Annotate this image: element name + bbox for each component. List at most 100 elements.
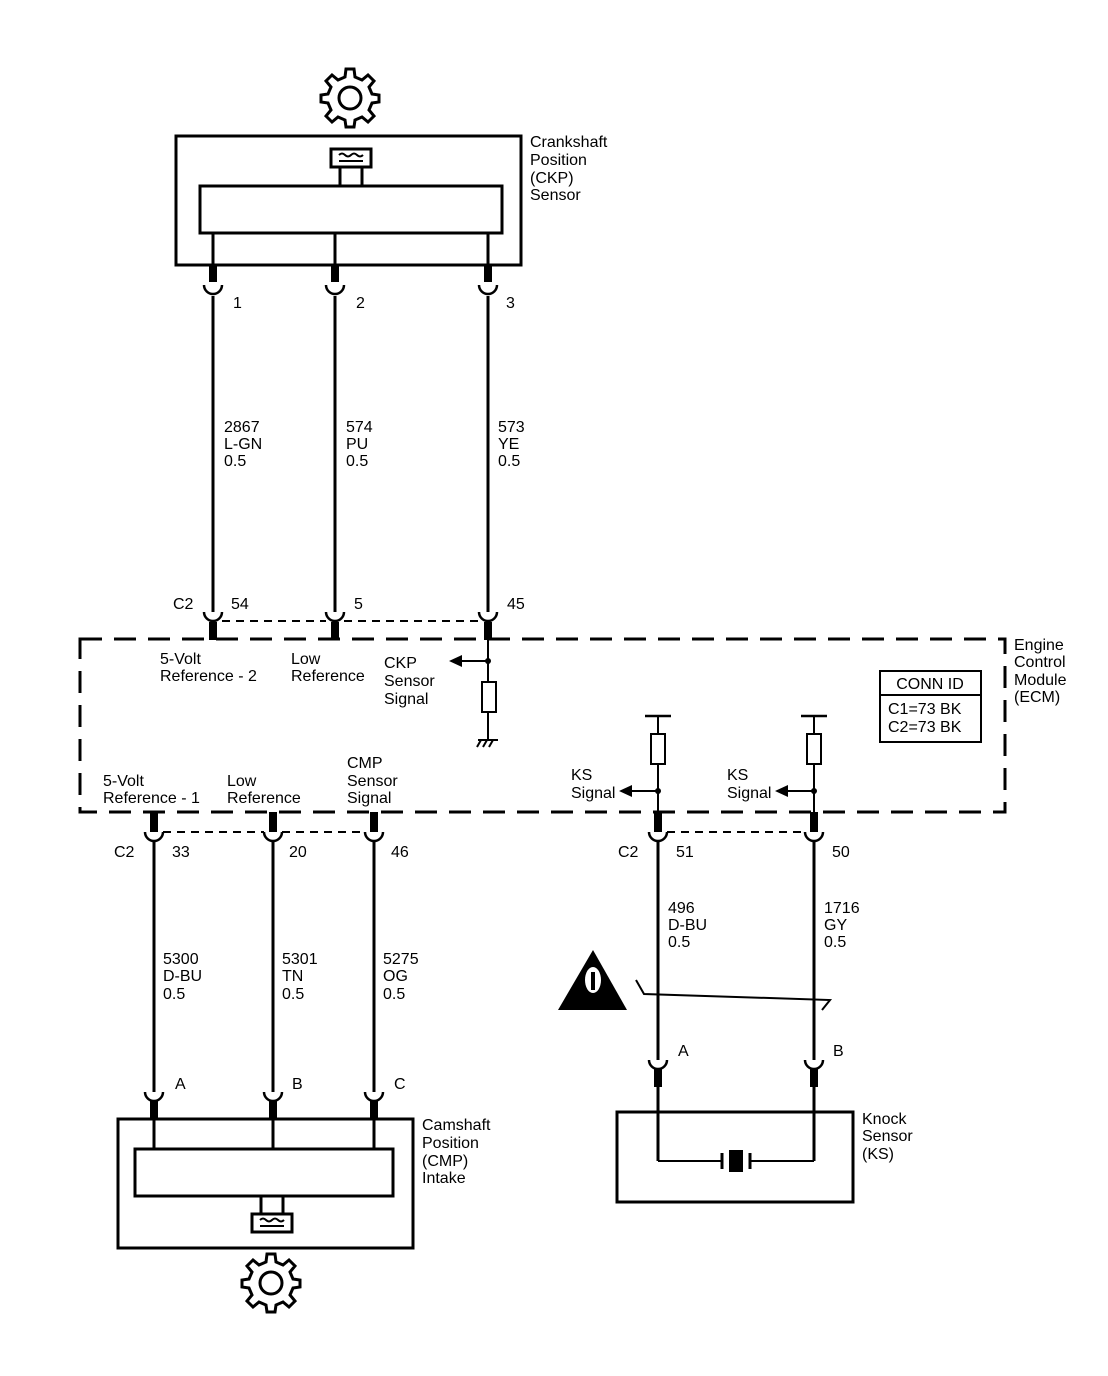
svg-text:CONN ID: CONN ID: [896, 676, 964, 693]
ecm-signal-ks-1: KS Signal: [571, 714, 671, 812]
ecm-signal-ckp: CKP Sensor Signal: [384, 640, 497, 740]
svg-text:PU: PU: [346, 436, 368, 453]
svg-text:Control: Control: [1014, 654, 1066, 671]
conn-id-table: CONN ID C1=73 BK C2=73 BK: [879, 670, 982, 743]
ecm-bottom-right-connector: C2 51 50: [618, 812, 850, 861]
svg-text:5275: 5275: [383, 951, 419, 968]
svg-text:0.5: 0.5: [282, 986, 304, 1003]
ckp-wire-1: 1 2867 L-GN 0.5: [202, 233, 262, 612]
svg-text:46: 46: [391, 844, 409, 861]
ecm-signal-low-ref-bottom: Low Reference: [227, 773, 301, 807]
svg-text:YE: YE: [498, 436, 519, 453]
svg-text:Low: Low: [291, 651, 321, 668]
svg-text:C2: C2: [618, 844, 639, 861]
svg-text:50: 50: [832, 844, 850, 861]
svg-text:Sensor: Sensor: [862, 1128, 913, 1145]
svg-text:0.5: 0.5: [824, 934, 846, 951]
svg-text:0.5: 0.5: [383, 986, 405, 1003]
svg-text:0.5: 0.5: [498, 453, 520, 470]
svg-text:Reference: Reference: [291, 668, 365, 685]
svg-text:CMP: CMP: [347, 755, 383, 772]
ecm-label: Engine Control Module (ECM): [1014, 637, 1067, 706]
cmp-sensor-icon: [250, 1194, 294, 1234]
svg-text:Camshaft: Camshaft: [422, 1117, 491, 1134]
svg-text:Position: Position: [530, 152, 587, 169]
svg-text:0.5: 0.5: [224, 453, 246, 470]
svg-text:TN: TN: [282, 968, 303, 985]
svg-text:Sensor: Sensor: [384, 673, 435, 690]
svg-text:(CMP): (CMP): [422, 1153, 468, 1170]
ckp-pin-3: 3: [506, 295, 515, 312]
svg-text:C2: C2: [173, 596, 194, 613]
svg-text:5-Volt: 5-Volt: [160, 651, 201, 668]
svg-text:5-Volt: 5-Volt: [103, 773, 144, 790]
svg-text:51: 51: [676, 844, 694, 861]
ckp-wire-2: 2 574 PU 0.5: [324, 233, 373, 612]
cmp-sensor-label: Camshaft Position (CMP) Intake: [422, 1117, 491, 1187]
ckp-wire-3: 3 573 YE 0.5: [477, 233, 525, 612]
svg-text:GY: GY: [824, 917, 847, 934]
svg-text:54: 54: [231, 596, 249, 613]
twisted-pair-indicator: [635, 979, 833, 1011]
svg-text:Knock: Knock: [862, 1111, 907, 1128]
ckp-gear-icon: [319, 67, 381, 129]
svg-text:Reference: Reference: [227, 790, 301, 807]
svg-text:C2: C2: [114, 844, 135, 861]
ks-pin-a: A: [678, 1043, 689, 1060]
svg-text:574: 574: [346, 419, 373, 436]
cmp-sensor-element: [133, 1147, 395, 1198]
svg-text:1716: 1716: [824, 900, 860, 917]
ecm-top-connector: C2 54 5 45: [173, 596, 525, 640]
svg-text:C1=73 BK: C1=73 BK: [888, 701, 962, 718]
ckp-sensor-element: [198, 184, 504, 235]
ecm-bottom-left-connector: C2 33 20 46: [114, 812, 409, 861]
svg-text:45: 45: [507, 596, 525, 613]
ecm-signal-low-ref-top: Low Reference: [291, 651, 365, 685]
ecm-signal-cmp: CMP Sensor Signal: [347, 755, 398, 807]
svg-text:Reference - 1: Reference - 1: [103, 790, 200, 807]
svg-text:(CKP): (CKP): [530, 170, 574, 187]
svg-text:Signal: Signal: [384, 691, 428, 708]
svg-text:0.5: 0.5: [668, 934, 690, 951]
svg-text:2867: 2867: [224, 419, 260, 436]
svg-text:5301: 5301: [282, 951, 318, 968]
svg-text:0.5: 0.5: [346, 453, 368, 470]
ecm-signal-ks-2: KS Signal: [727, 714, 827, 812]
svg-text:Intake: Intake: [422, 1170, 466, 1187]
warning-icon: [558, 950, 627, 1010]
svg-text:Signal: Signal: [347, 790, 391, 807]
ks-wire-b: 1716 GY 0.5 B: [803, 842, 860, 1161]
svg-text:Signal: Signal: [727, 785, 771, 802]
ks-piezo-element: [658, 1150, 814, 1172]
svg-text:573: 573: [498, 419, 525, 436]
svg-text:Reference - 2: Reference - 2: [160, 668, 257, 685]
svg-text:KS: KS: [571, 767, 592, 784]
svg-text:Sensor: Sensor: [530, 187, 581, 204]
cmp-wire-c: 5275 OG 0.5 C: [363, 842, 419, 1149]
ecm-signal-5v-ref-1: 5-Volt Reference - 1: [103, 773, 200, 807]
svg-text:Low: Low: [227, 773, 257, 790]
svg-text:D-BU: D-BU: [668, 917, 707, 934]
svg-text:0.5: 0.5: [163, 986, 185, 1003]
svg-text:Module: Module: [1014, 672, 1067, 689]
svg-text:(ECM): (ECM): [1014, 689, 1060, 706]
cmp-pin-c: C: [394, 1076, 406, 1093]
svg-text:(KS): (KS): [862, 1146, 894, 1163]
svg-text:KS: KS: [727, 767, 748, 784]
svg-text:D-BU: D-BU: [163, 968, 202, 985]
svg-text:Signal: Signal: [571, 785, 615, 802]
svg-text:5300: 5300: [163, 951, 199, 968]
ecm-signal-5v-ref-2: 5-Volt Reference - 2: [160, 651, 257, 685]
ks-pin-b: B: [833, 1043, 844, 1060]
svg-text:OG: OG: [383, 968, 408, 985]
ckp-sensor-label: Crankshaft Position (CKP) Sensor: [530, 134, 608, 204]
svg-text:Sensor: Sensor: [347, 773, 398, 790]
svg-text:33: 33: [172, 844, 190, 861]
ckp-pin-1: 1: [233, 295, 242, 312]
svg-text:Position: Position: [422, 1135, 479, 1152]
svg-text:C2=73 BK: C2=73 BK: [888, 719, 962, 736]
svg-text:20: 20: [289, 844, 307, 861]
ckp-pin-2: 2: [356, 295, 365, 312]
svg-text:5: 5: [354, 596, 363, 613]
